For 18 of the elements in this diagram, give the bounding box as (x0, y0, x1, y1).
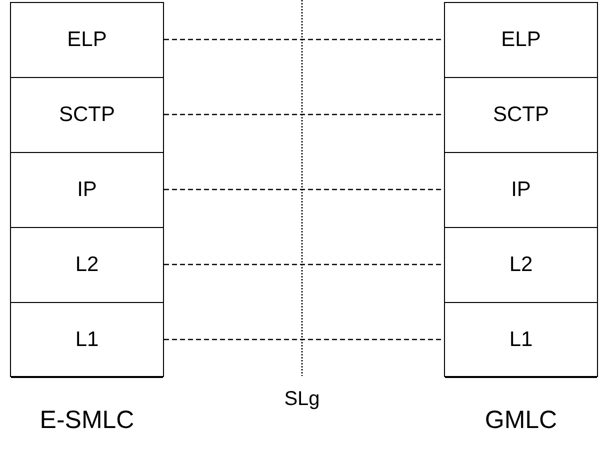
dashed-connector (164, 114, 444, 116)
stack-heading: GMLC (484, 405, 558, 436)
protocol-layer: L2 (445, 228, 597, 303)
dashed-connector (164, 188, 444, 190)
protocol-layer: ELP (445, 3, 597, 78)
protocol-layer: L1 (445, 303, 597, 378)
dashed-connector (164, 38, 444, 40)
protocol-layer: SCTP (445, 78, 597, 153)
protocol-layer: IP (11, 153, 163, 228)
protocol-layer: SCTP (11, 78, 163, 153)
protocol-layer: IP (445, 153, 597, 228)
protocol-layer: L1 (11, 303, 163, 378)
dashed-connector (164, 264, 444, 266)
protocol-layer: ELP (11, 3, 163, 78)
interface-label: SLg (283, 387, 321, 412)
protocol-layer: L2 (11, 228, 163, 303)
stack-heading: E-SMLC (38, 405, 136, 436)
dashed-connector (164, 338, 444, 340)
